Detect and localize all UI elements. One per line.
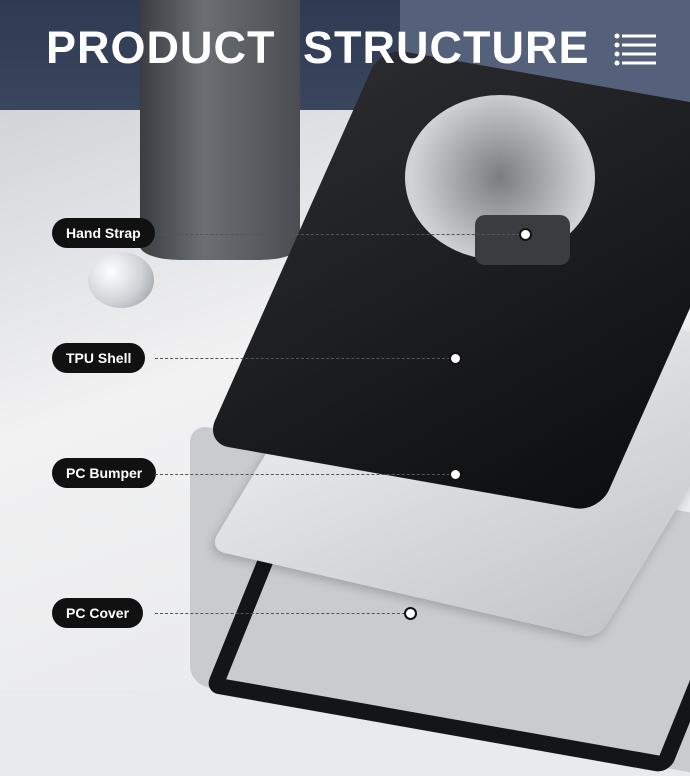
label-pc-cover: PC Cover [52,598,144,628]
label-hand-strap: Hand Strap [52,218,155,248]
leader-line [155,234,525,235]
callout-dot [519,228,532,241]
callout-dot [449,352,462,365]
label-tpu-shell: TPU Shell [52,343,146,373]
leader-line [155,358,455,359]
page-title: PRODUCT STRUCTURE [46,22,590,73]
leader-line [155,474,455,475]
decor-cylinder [140,0,300,260]
list-icon [614,33,656,66]
leader-line [155,613,410,614]
decor-glass-ball [88,252,154,308]
label-pc-bumper: PC Bumper [52,458,157,488]
callout-dot [404,607,417,620]
callout-dot [449,468,462,481]
